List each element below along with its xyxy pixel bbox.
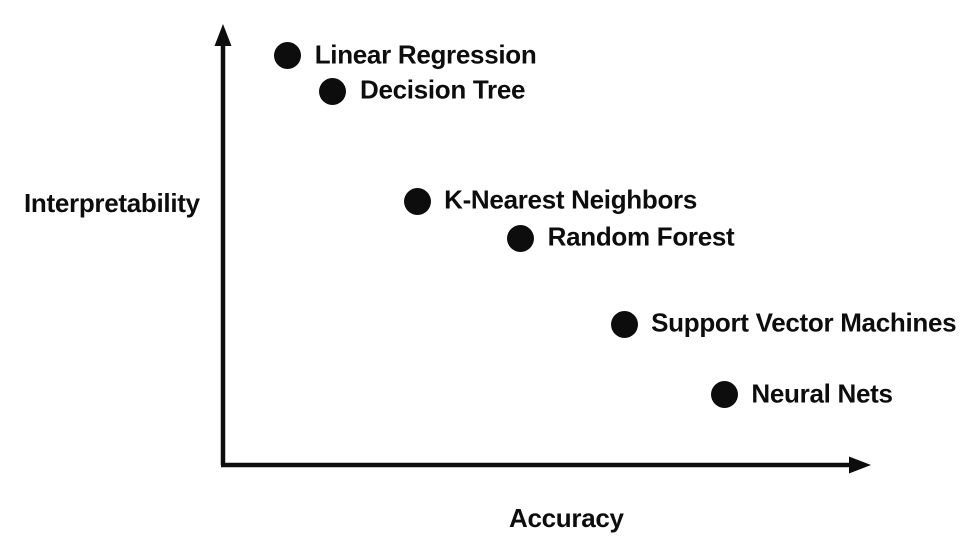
scatter-dot-icon [507,224,535,252]
y-axis-arrowhead-icon [214,24,232,46]
y-axis-label: Interpretability [24,188,200,218]
scatter-dot-icon [610,310,638,338]
scatter-dot-icon [710,381,738,409]
scatter-dot-icon [319,77,347,105]
point-label: Support Vector Machines [651,307,957,338]
point-label: Neural Nets [751,378,893,409]
point-label: Random Forest [547,221,735,252]
point-label: Decision Tree [359,74,526,105]
x-axis-arrowhead-icon [849,456,871,474]
point-label: Linear Regression [314,39,537,70]
point-label: K-Nearest Neighbors [444,184,698,215]
scatter-dot-icon [403,187,431,215]
scatter-dot-icon [274,42,302,70]
x-axis-label: Accuracy [509,503,624,533]
